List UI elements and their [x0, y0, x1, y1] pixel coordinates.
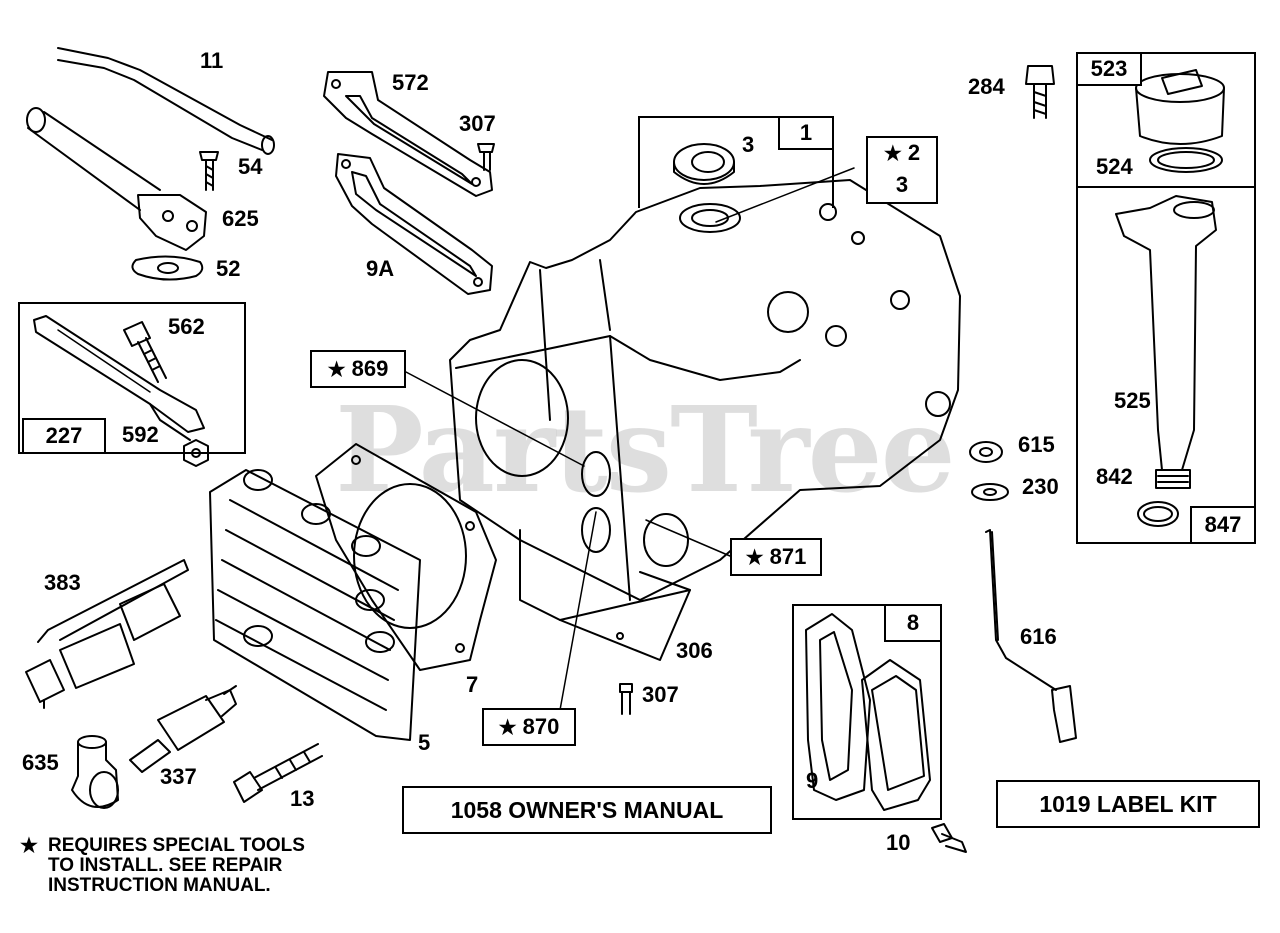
boxed-callout-8: 8 [884, 604, 942, 642]
part-7-head-gasket-drawing [315, 443, 497, 671]
star-icon: ★ [498, 716, 517, 739]
boxed-callout-227: 227 [22, 418, 106, 454]
part-524-oring-drawing [1149, 147, 1223, 173]
part-230-washer-drawing [971, 483, 1009, 501]
part-616-dipstick-drawing [985, 529, 1077, 743]
crankcase-drawing [449, 179, 961, 661]
part-10-bolt-drawing [931, 823, 967, 853]
part-625-tube-clamp-drawing [26, 107, 207, 251]
part-562-bolt-drawing [123, 321, 167, 383]
part-8-breather-drawing [861, 659, 931, 811]
part-842-oring-drawing [1137, 501, 1179, 527]
label-kit-box: 1019 LABEL KIT [996, 780, 1260, 828]
callout-307-upper: 307 [459, 111, 496, 136]
star-icon: ★ [327, 358, 346, 381]
star-icon: ★ [20, 835, 38, 857]
part-54-bolt-drawing [199, 151, 219, 191]
part-284-bolt-drawing [1025, 65, 1055, 119]
callout-284: 284 [968, 74, 1005, 99]
boxed-callout-523-text: 523 [1090, 56, 1128, 81]
part-307-upper-bolt-drawing [477, 143, 495, 171]
callout-592: 592 [122, 422, 159, 447]
part-572-gasket-drawing [323, 71, 493, 197]
boxed-callout-870-text: 870 [522, 714, 560, 739]
group-frame-227 [18, 302, 246, 454]
part-525-dipstick-tube-drawing [1115, 195, 1217, 489]
callout-7: 7 [466, 672, 479, 697]
part-635-boot-drawing [71, 735, 119, 809]
callout-616: 616 [1020, 624, 1057, 649]
boxed-callout-2-text: 2 [907, 140, 921, 165]
part-383-tool-drawing [25, 559, 189, 709]
callout-52: 52 [216, 256, 241, 281]
callout-10: 10 [886, 830, 911, 855]
part-52-gasket-drawing [131, 255, 204, 281]
part-3-seal-drawing [673, 143, 735, 185]
callout-615: 615 [1018, 432, 1055, 457]
callout-230: 230 [1022, 474, 1059, 499]
callout-54: 54 [238, 154, 263, 179]
part-337-spark-plug-drawing [129, 685, 237, 773]
callout-9a: 9A [366, 256, 395, 281]
star-icon: ★ [745, 546, 764, 569]
label-kit-label: 1019 LABEL KIT [1039, 790, 1217, 817]
callout-337: 337 [160, 764, 197, 789]
boxed-callout-847-text: 847 [1204, 512, 1242, 537]
boxed-callout-869: ★ 869 [310, 350, 406, 388]
part-5-cylinder-head-drawing [209, 469, 421, 741]
callout-525: 525 [1114, 388, 1151, 413]
callout-524: 524 [1096, 154, 1133, 179]
boxed-callout-523: 523 [1076, 52, 1142, 86]
boxed-callout-871: ★ 871 [730, 538, 822, 576]
boxed-callout-870: ★ 870 [482, 708, 576, 746]
callout-13: 13 [290, 786, 315, 811]
part-306-307-lower-bolt-drawing [619, 683, 633, 715]
callout-635: 635 [22, 750, 59, 775]
boxed-callout-871-text: 871 [769, 544, 807, 569]
callout-383: 383 [44, 570, 81, 595]
boxed-callout-8-text: 8 [906, 610, 920, 635]
part-523-cap-drawing [1135, 69, 1225, 145]
part-9-gasket-drawing [805, 613, 871, 801]
group-frame-8 [792, 604, 942, 820]
watermark: PartsTree [335, 380, 956, 519]
owners-manual-box: 1058 OWNER'S MANUAL [402, 786, 772, 834]
boxed-callout-1-text: 1 [799, 120, 813, 145]
callout-11: 11 [200, 48, 224, 73]
boxed-callout-869-text: 869 [351, 356, 389, 381]
group-frame-1 [638, 116, 834, 208]
part-615-retainer-drawing [969, 441, 1003, 463]
part-227-bracket-drawing [33, 315, 205, 441]
part-13-bolt-drawing [233, 743, 323, 803]
callout-3-seal: 3 [742, 132, 755, 157]
group-frame-847 [1076, 186, 1256, 544]
special-tools-note: ★ REQUIRES SPECIAL TOOLS TO INSTALL. SEE… [20, 836, 305, 896]
part-11-tube-drawing [57, 47, 275, 155]
callout-5: 5 [418, 730, 431, 755]
callout-562: 562 [168, 314, 205, 339]
callout-9: 9 [806, 768, 819, 793]
callout-307-lower: 307 [642, 682, 679, 707]
callout-842: 842 [1096, 464, 1133, 489]
group-frame-523 [1076, 52, 1256, 188]
callout-306: 306 [676, 638, 713, 663]
boxed-callout-3: 3 [866, 168, 938, 204]
part-9a-gasket-drawing [335, 153, 493, 295]
callout-625: 625 [222, 206, 259, 231]
owners-manual-label: 1058 OWNER'S MANUAL [450, 796, 724, 823]
boxed-callout-227-text: 227 [45, 423, 83, 448]
callout-572: 572 [392, 70, 429, 95]
special-tools-note-text: REQUIRES SPECIAL TOOLS TO INSTALL. SEE R… [48, 835, 305, 896]
boxed-callout-2: ★ 2 [866, 136, 938, 170]
star-icon: ★ [883, 142, 902, 165]
boxed-callout-3-text: 3 [895, 172, 909, 197]
